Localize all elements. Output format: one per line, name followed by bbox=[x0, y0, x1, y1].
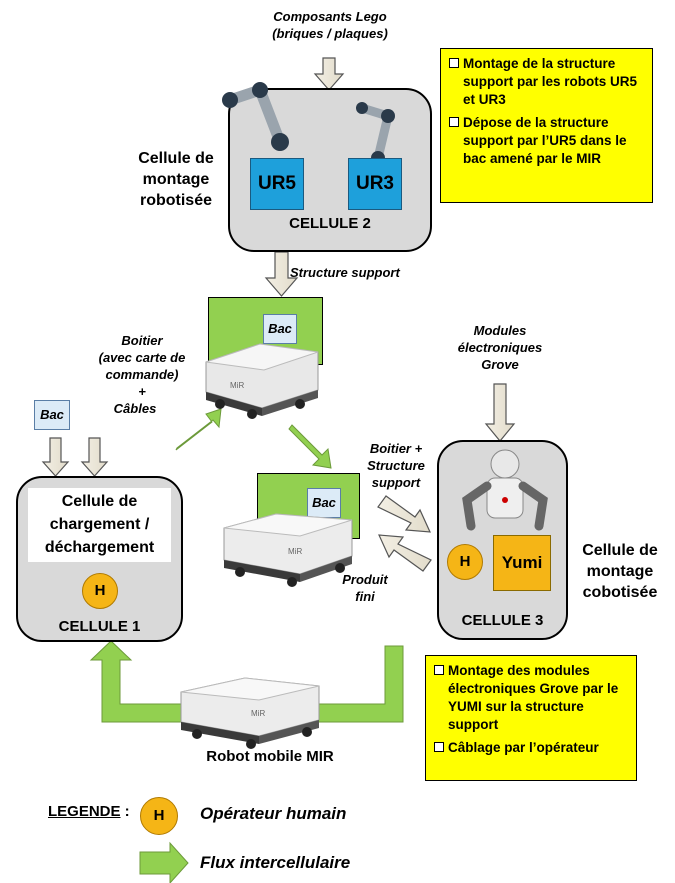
legend-operator-text: Opérateur humain bbox=[200, 804, 347, 823]
cell-1-title: Cellule de chargement / déchargement bbox=[28, 490, 171, 559]
robot-caption: Robot mobile MIR bbox=[206, 748, 334, 765]
boitier-structure-label: Boitier + Structure support bbox=[356, 440, 436, 491]
cell-1-title-box bbox=[28, 488, 171, 562]
lego-line2: (briques / plaques) bbox=[272, 26, 388, 41]
cell-2: UR5 UR3 CELLULE 2 bbox=[222, 82, 432, 252]
cell-2-label: CELLULE 2 bbox=[289, 215, 371, 232]
boitier-line5: Câbles bbox=[113, 401, 157, 416]
legend-operator-icon: H bbox=[140, 797, 178, 835]
modules-input-arrow bbox=[484, 383, 516, 442]
lego-line1: Composants Lego bbox=[273, 9, 387, 24]
modules-line2: électroniques bbox=[457, 340, 543, 355]
legend-flux-text: Flux intercellulaire bbox=[200, 853, 351, 872]
cell-2-task-2: Dépose de la structure support par l’UR5… bbox=[449, 114, 646, 168]
modules-line3: Grove bbox=[481, 357, 519, 372]
boitier-structure-line2: Structure bbox=[367, 458, 425, 473]
upper-bac: Bac bbox=[263, 314, 297, 344]
boitier-structure-line3: support bbox=[371, 475, 421, 490]
middle-bac: Bac bbox=[307, 488, 341, 518]
ur5-label: UR5 bbox=[257, 173, 296, 194]
cell-2-tasks-note: Montage de la structure support par les … bbox=[440, 48, 653, 203]
cell-1: Cellule de chargement / déchargement H C… bbox=[16, 476, 183, 642]
produit-fini-label: Produit fini bbox=[335, 571, 395, 605]
operator-icon: H bbox=[82, 573, 118, 609]
checkbox-icon bbox=[449, 117, 459, 127]
modules-line1: Modules bbox=[473, 323, 527, 338]
cell-2-task-1: Montage de la structure support par les … bbox=[449, 55, 646, 109]
svg-text:MiR: MiR bbox=[251, 709, 265, 718]
flow-arrow-cell1-to-mir bbox=[175, 408, 222, 451]
flow-arrow-mir-to-cell3-path bbox=[288, 424, 332, 469]
cell-2-description: Cellule de montage robotisée bbox=[124, 148, 228, 211]
operator-icon: H bbox=[447, 544, 483, 580]
cell-2-desc-line2: montage bbox=[142, 171, 210, 188]
checkbox-icon bbox=[434, 742, 444, 752]
yumi-robot-icon bbox=[462, 449, 548, 531]
cell-3-label: CELLULE 3 bbox=[461, 612, 544, 629]
cell-1-title-line3: déchargement bbox=[44, 539, 155, 556]
boitier-line4: + bbox=[138, 384, 146, 399]
legend-flow-arrow bbox=[139, 841, 189, 883]
cell-1-input-bac: Bac bbox=[34, 400, 70, 430]
cell-3-desc-line1: Cellule de bbox=[582, 542, 658, 559]
boitier-structure-arrow bbox=[377, 495, 431, 533]
cell-3-task-2: Câblage par l’opérateur bbox=[434, 739, 630, 757]
produit-fini-line1: Produit bbox=[342, 572, 388, 587]
boitier-line2: (avec carte de bbox=[98, 350, 186, 365]
cell-3-tasks-note: Montage des modules électroniques Grove … bbox=[425, 655, 637, 781]
boitier-structure-line1: Boitier + bbox=[369, 441, 423, 456]
cell-1-title-line1: Cellule de bbox=[61, 493, 138, 510]
cell-2-desc-line3: robotisée bbox=[139, 192, 212, 209]
bac-input-arrow bbox=[41, 437, 70, 477]
cell-1-title-line2: chargement / bbox=[49, 516, 150, 533]
boitier-line1: Boitier bbox=[121, 333, 163, 348]
ur3-station: UR3 bbox=[348, 158, 402, 210]
cables-input-arrow bbox=[80, 437, 109, 477]
checkbox-icon bbox=[434, 665, 444, 675]
ur5-arm-icon bbox=[222, 82, 289, 151]
boitier-line3: commande) bbox=[105, 367, 179, 382]
produit-fini-arrow bbox=[378, 534, 432, 572]
cell-3-desc-line2: montage bbox=[586, 563, 654, 580]
cell-3: H Yumi CELLULE 3 bbox=[437, 440, 568, 640]
cell-1-label: CELLULE 1 bbox=[58, 618, 141, 635]
ur5-station: UR5 bbox=[250, 158, 304, 210]
cell-3-task-1: Montage des modules électroniques Grove … bbox=[434, 662, 630, 734]
cell-3-description: Cellule de montage cobotisée bbox=[568, 540, 672, 603]
lego-input-arrow bbox=[313, 57, 345, 91]
yumi-label: Yumi bbox=[501, 553, 543, 572]
legend-title-row: LEGENDE : bbox=[48, 803, 130, 820]
upper-mir-robot-icon: MiR bbox=[205, 343, 319, 419]
structure-support-label: Structure support bbox=[290, 265, 400, 280]
cell-3-desc-line3: cobotisée bbox=[582, 584, 658, 601]
modules-label: Modules électroniques Grove bbox=[440, 322, 560, 373]
checkbox-icon bbox=[449, 58, 459, 68]
produit-fini-line2: fini bbox=[355, 589, 375, 604]
boitier-cables-label: Boitier (avec carte de commande) + Câble… bbox=[86, 332, 198, 417]
svg-text:MiR: MiR bbox=[230, 381, 244, 390]
legend-title: LEGENDE bbox=[48, 803, 121, 820]
middle-mir-robot-icon: MiR bbox=[223, 513, 353, 587]
legend-colon: : bbox=[120, 803, 130, 820]
ur3-label: UR3 bbox=[355, 173, 394, 194]
svg-text:MiR: MiR bbox=[288, 547, 302, 556]
lego-components-label: Composants Lego (briques / plaques) bbox=[240, 8, 420, 42]
yumi-station: Yumi bbox=[493, 535, 551, 591]
cell-2-desc-line1: Cellule de bbox=[138, 150, 214, 167]
bottom-mir-robot-icon: MiR bbox=[180, 677, 320, 749]
structure-support-arrow bbox=[264, 251, 299, 297]
